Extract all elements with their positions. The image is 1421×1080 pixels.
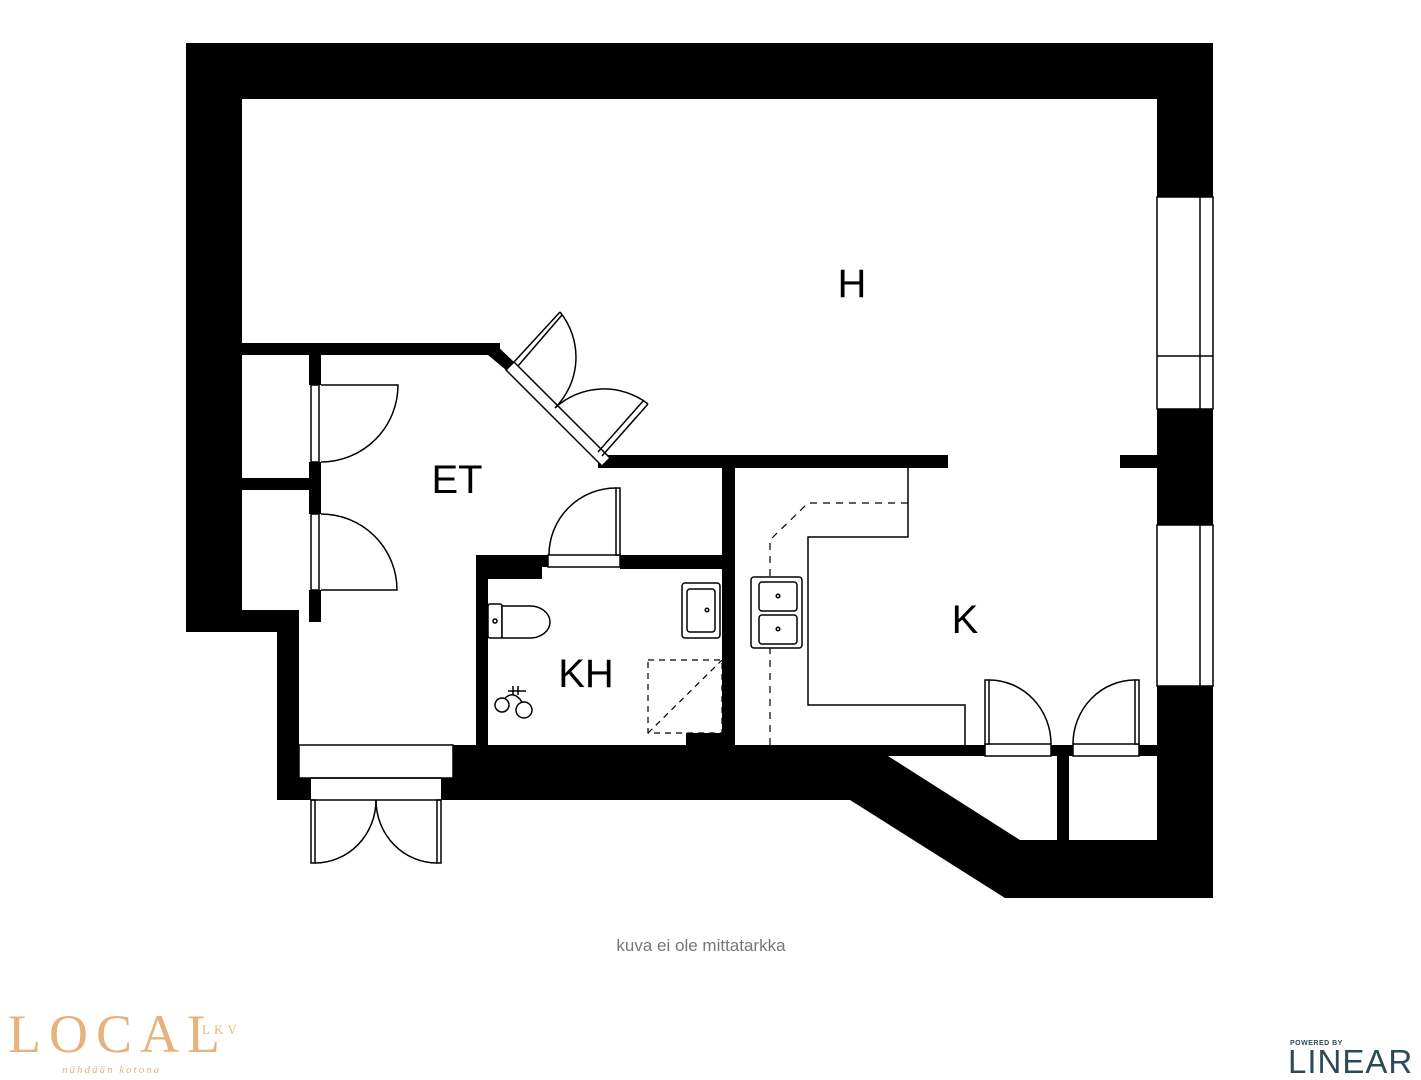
living-door-frame bbox=[504, 360, 612, 468]
shower-icon bbox=[647, 659, 723, 734]
local-brand-name: LOCAL bbox=[8, 1004, 228, 1064]
room-label-hall: ET bbox=[431, 458, 482, 502]
living-room-door bbox=[504, 311, 649, 468]
wall-closet-front-mid bbox=[309, 462, 321, 514]
living-door-swing-a bbox=[554, 311, 577, 409]
wall-storage-divider bbox=[1057, 756, 1069, 842]
bathroom-door-swing bbox=[548, 487, 617, 556]
wall-bottom-entry-jamb bbox=[441, 778, 453, 800]
wall-closet-top bbox=[242, 343, 500, 355]
entry-door-swing-left bbox=[314, 799, 377, 864]
storage-doors bbox=[984, 679, 1140, 757]
scale-disclaimer: kuva ei ole mittatarkka bbox=[616, 936, 786, 955]
entry-door-leaf-right bbox=[436, 799, 442, 864]
wall-closet-front-bottom bbox=[309, 590, 321, 622]
closet-door-upper-swing bbox=[320, 384, 399, 463]
wall-diagonal-hall bbox=[488, 343, 514, 370]
wall-closet-front-top bbox=[309, 343, 321, 385]
storage-door-right-leaf bbox=[1134, 679, 1140, 745]
storage-door-right-sill bbox=[1072, 743, 1140, 757]
local-brand-tagline: nähdään kotona bbox=[62, 1064, 162, 1076]
wall-bottom-right bbox=[1157, 744, 1213, 898]
local-brand-logo: LOCAL LKV nähdään kotona bbox=[8, 1000, 248, 1080]
wall-bottom-left bbox=[277, 778, 311, 800]
window-upper bbox=[1156, 196, 1214, 410]
storage-door-left-leaf bbox=[984, 679, 990, 745]
storage-door-left-sill bbox=[984, 743, 1052, 757]
kitchen-counter bbox=[769, 468, 966, 745]
wall-right-upper bbox=[1157, 43, 1213, 197]
kitchen-sink-icon bbox=[750, 576, 803, 649]
wall-left-lower bbox=[277, 610, 299, 800]
bathroom-door bbox=[547, 487, 621, 568]
wall-bath-bottom-stub bbox=[686, 733, 722, 745]
entry-door bbox=[298, 744, 454, 864]
closet-doors bbox=[310, 384, 399, 591]
wall-right-mid bbox=[1157, 409, 1213, 525]
entry-door-swing-right bbox=[375, 799, 438, 864]
window-lower bbox=[1156, 524, 1214, 687]
room-label-kitchen: K bbox=[952, 598, 979, 642]
powered-by-label: POWERED BY bbox=[1290, 1040, 1343, 1047]
windows bbox=[1156, 196, 1214, 687]
wall-bath-top-right bbox=[620, 555, 722, 569]
bathroom-door-sill bbox=[547, 554, 621, 568]
bathroom-sink-icon bbox=[681, 582, 721, 639]
room-label-bathroom: KH bbox=[558, 652, 614, 696]
counter-outline bbox=[807, 468, 966, 745]
wall-kitchen-left bbox=[722, 455, 735, 745]
entry-door-frame bbox=[298, 744, 454, 779]
closet-door-lower-leaf bbox=[310, 513, 320, 591]
closet-door-upper-leaf bbox=[310, 384, 320, 463]
wall-right-lower bbox=[1157, 686, 1213, 744]
bathroom-door-leaf bbox=[615, 487, 621, 556]
storage-door-right-swing bbox=[1072, 679, 1136, 745]
wall-bath-left bbox=[476, 555, 488, 745]
wall-left-step bbox=[186, 610, 298, 632]
closet-door-lower-swing bbox=[320, 513, 398, 591]
shower-head-icon bbox=[494, 686, 533, 719]
wall-closet-divider bbox=[242, 478, 310, 490]
toilet-icon bbox=[487, 603, 551, 639]
linear-brand-name: LINEAR bbox=[1288, 1043, 1414, 1080]
storage-door-left-swing bbox=[988, 679, 1052, 745]
local-brand-suffix: LKV bbox=[202, 1022, 241, 1037]
wall-bottom-main bbox=[453, 745, 869, 800]
wall-left bbox=[186, 43, 242, 632]
room-label-living: H bbox=[838, 262, 867, 306]
wall-kitchen-top bbox=[600, 455, 948, 468]
wall-kitchen-right-stub bbox=[1120, 455, 1157, 468]
living-door-swing-b bbox=[554, 388, 649, 409]
wall-top bbox=[186, 43, 1213, 99]
interior-walls bbox=[242, 343, 1157, 745]
linear-brand-logo: POWERED BY LINEAR bbox=[1280, 1038, 1420, 1080]
wall-bottom-diagonal bbox=[850, 745, 1213, 898]
exterior-walls bbox=[186, 43, 1213, 898]
entry-door-leaf-left bbox=[310, 799, 316, 864]
